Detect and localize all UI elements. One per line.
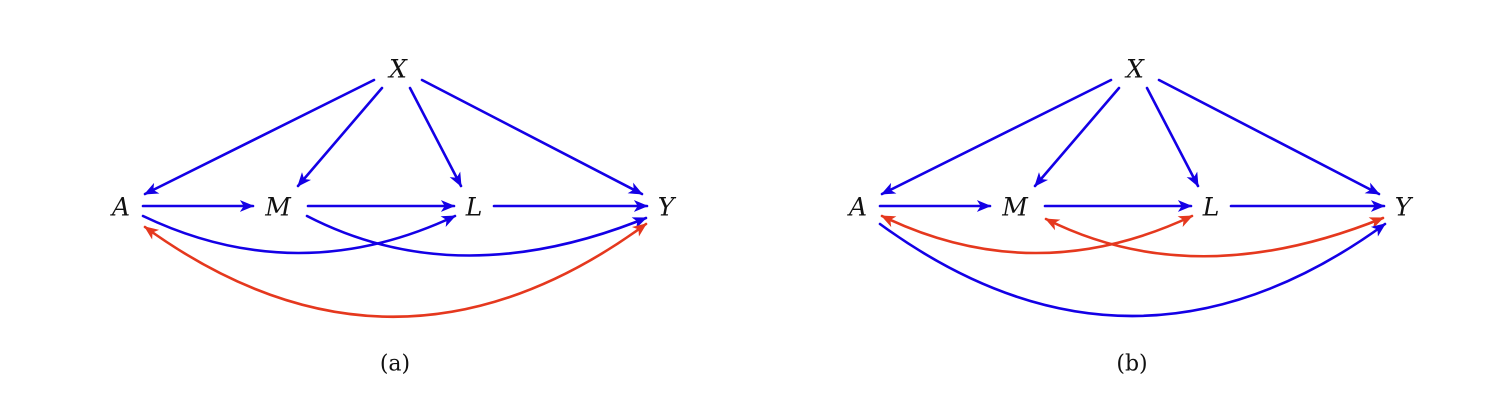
edge-x-a xyxy=(143,78,376,196)
edge-x-y xyxy=(420,78,644,196)
node-x: X xyxy=(1124,55,1145,84)
edge-a-l xyxy=(880,214,1194,255)
edge-x-l xyxy=(408,86,463,188)
node-a: A xyxy=(110,193,130,222)
edge-x-m xyxy=(1033,86,1121,188)
node-a: A xyxy=(847,193,867,222)
node-l: L xyxy=(1202,193,1220,222)
edge-a-y xyxy=(143,222,648,318)
node-y: Y xyxy=(1395,193,1414,222)
node-m: M xyxy=(1001,193,1029,222)
edge-x-y xyxy=(1157,78,1381,196)
edge-m-y xyxy=(1044,216,1385,258)
panel-a-nodes: X A M L Y xyxy=(110,55,677,222)
panel-b-nodes: X A M L Y xyxy=(847,55,1414,222)
edge-x-l xyxy=(1145,86,1200,188)
node-l: L xyxy=(465,193,483,222)
node-y: Y xyxy=(658,193,677,222)
node-m: M xyxy=(264,193,292,222)
panel-a-edges xyxy=(141,78,649,318)
node-x: X xyxy=(387,55,408,84)
panel-b: X A M L Y (b) xyxy=(847,55,1414,377)
edge-x-a xyxy=(880,78,1113,196)
edge-a-y xyxy=(878,222,1387,318)
panel-a-caption: (a) xyxy=(380,352,410,377)
panel-b-edges xyxy=(878,78,1387,318)
edge-x-m xyxy=(296,86,384,188)
edge-m-y xyxy=(305,214,648,257)
panel-b-caption: (b) xyxy=(1116,352,1147,377)
edge-a-l xyxy=(141,214,457,255)
panel-a: X A M L Y (a) xyxy=(110,55,677,377)
